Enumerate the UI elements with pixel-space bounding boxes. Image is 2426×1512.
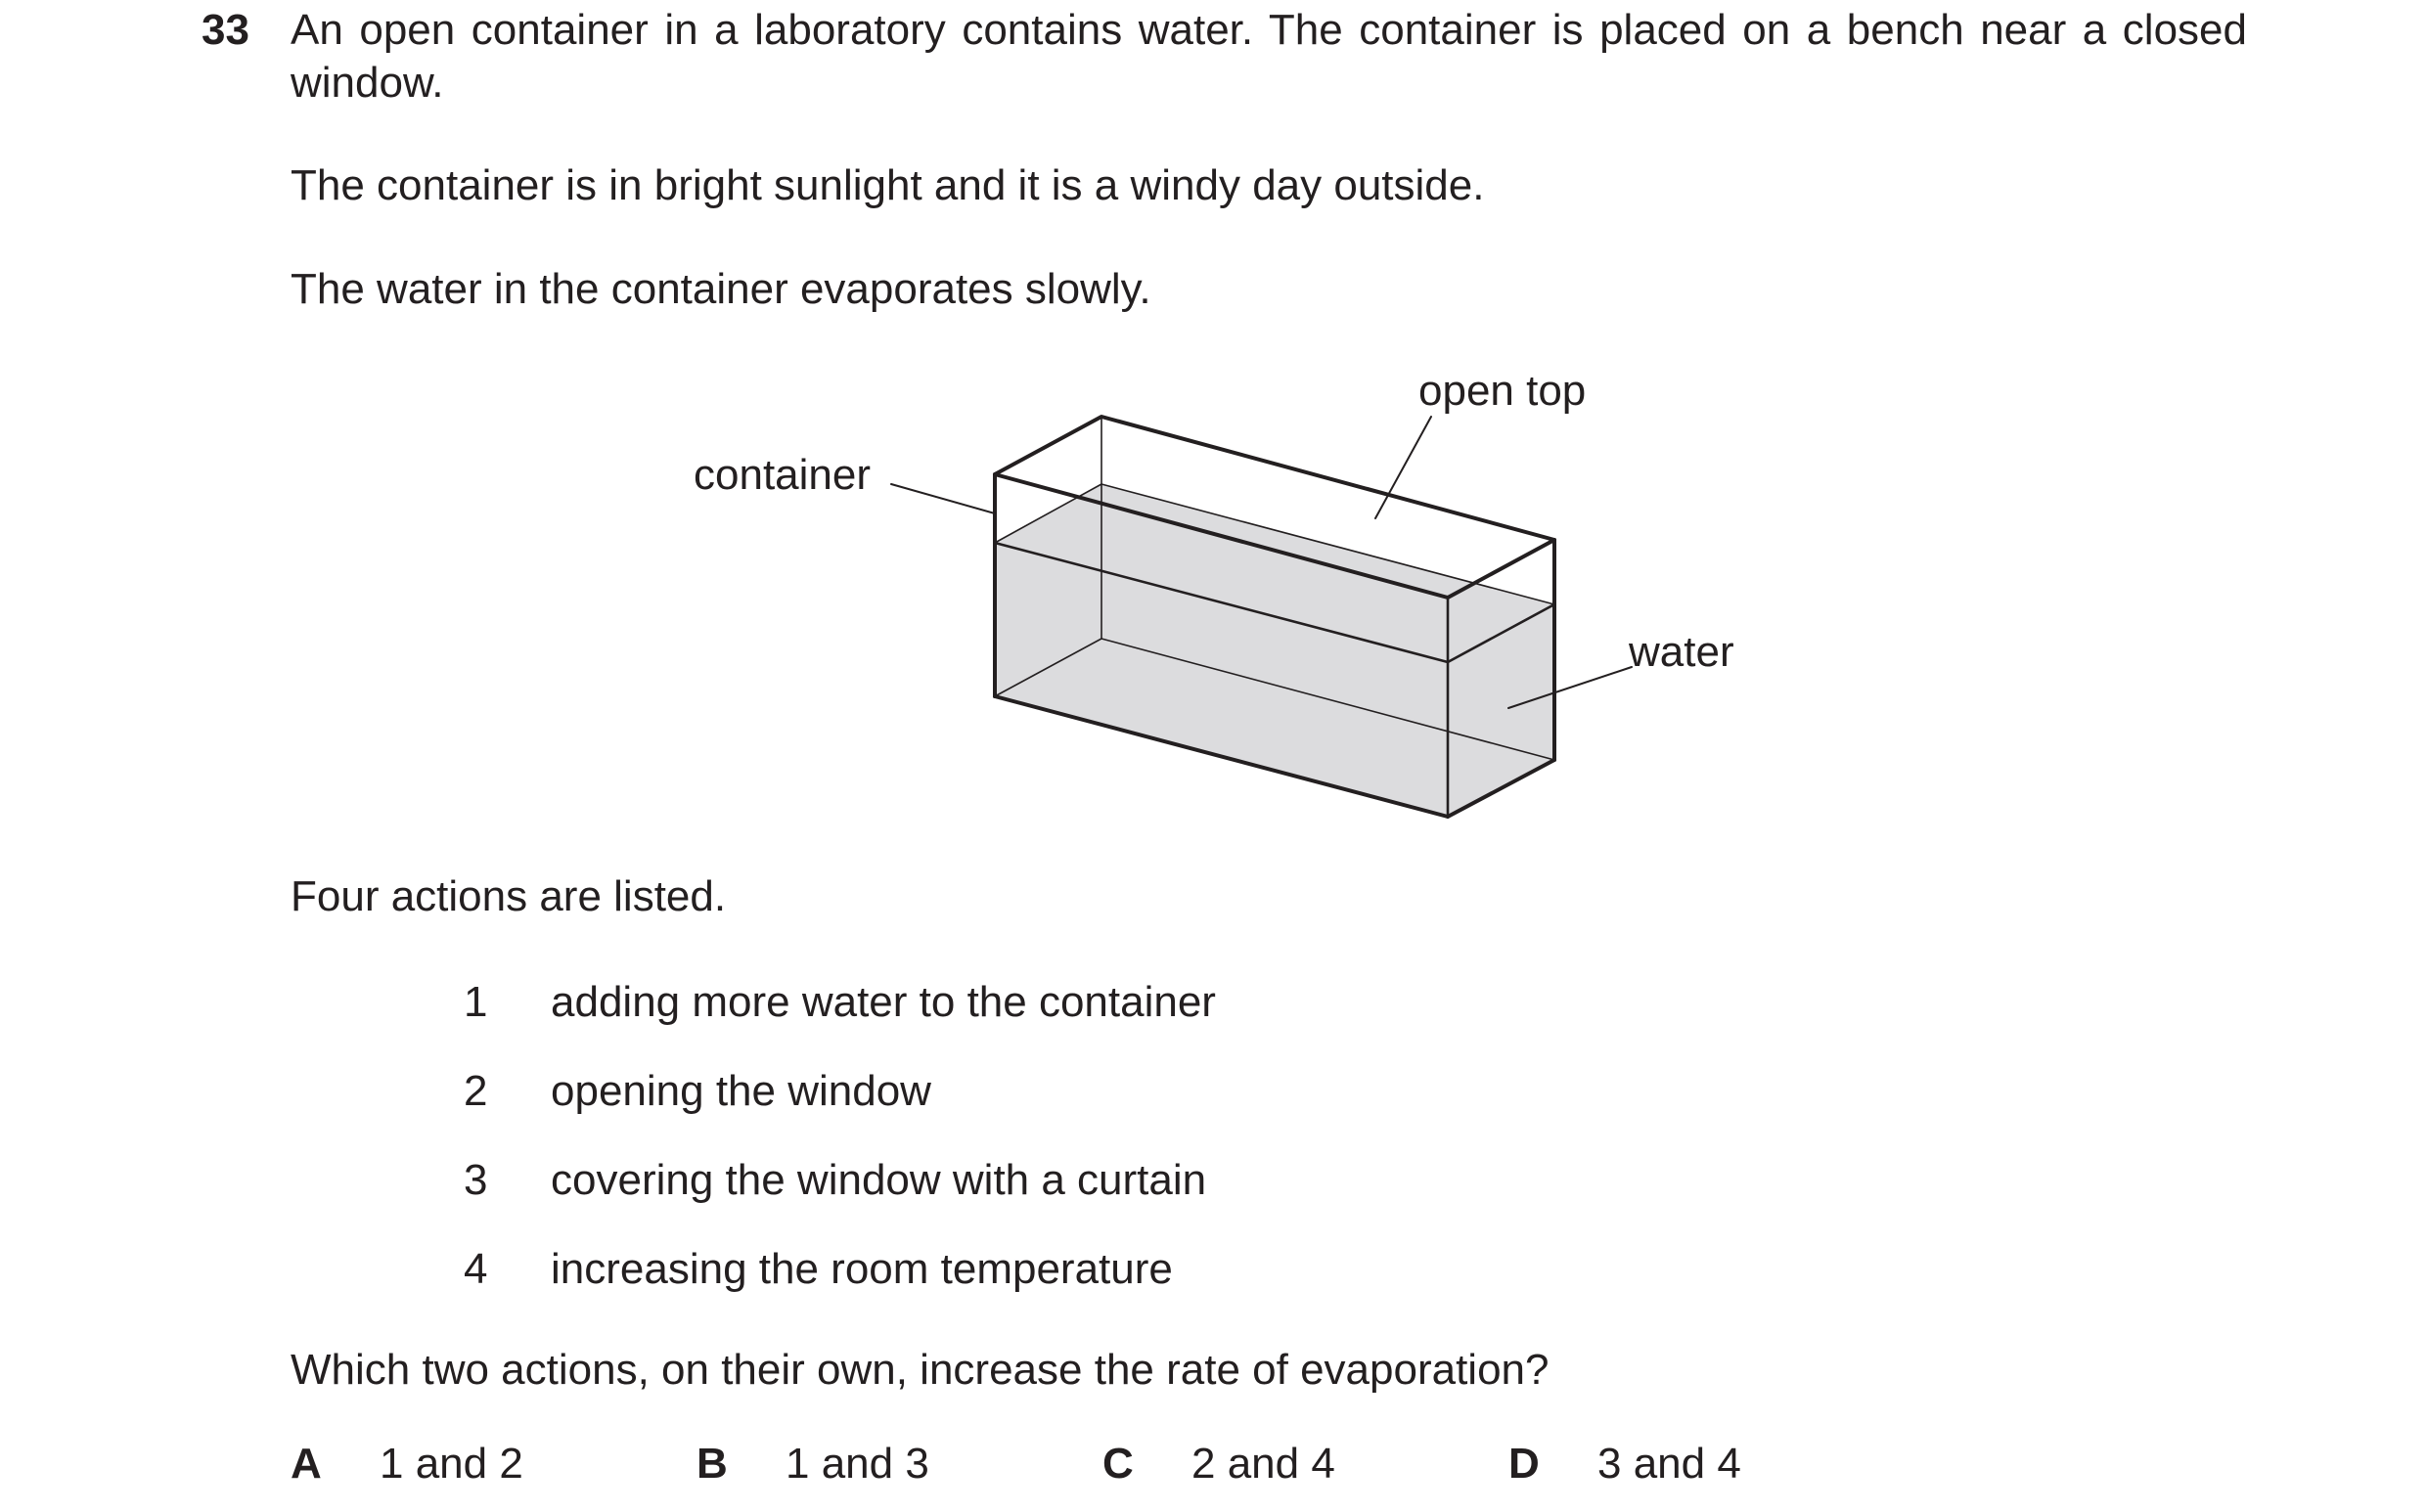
option-a-text[interactable]: 1 and 2: [380, 1440, 523, 1488]
leader-open-top: [1374, 416, 1432, 519]
action-number: 1: [464, 978, 488, 1026]
action-text: increasing the room temperature: [551, 1245, 1173, 1293]
action-number: 2: [464, 1067, 488, 1115]
evaporation-statement: The water in the container evaporates sl…: [291, 265, 1151, 313]
water-line-left: [994, 483, 1102, 544]
action-text: covering the window with a curtain: [551, 1156, 1207, 1204]
label-water: water: [1629, 628, 1734, 676]
leader-water: [1507, 666, 1633, 709]
option-c-letter[interactable]: C: [1102, 1440, 1134, 1488]
front-bottom-edge: [993, 694, 1450, 819]
water-surface: [995, 484, 1554, 662]
right-bottom-edge: [1446, 758, 1556, 819]
action-number: 4: [464, 1245, 488, 1293]
option-d-letter[interactable]: D: [1508, 1440, 1540, 1488]
question-number: 33: [202, 6, 249, 54]
label-open-top: open top: [1418, 367, 1587, 415]
action-text: opening the window: [551, 1067, 931, 1115]
option-b-text[interactable]: 1 and 3: [786, 1440, 929, 1488]
option-c-text[interactable]: 2 and 4: [1191, 1440, 1335, 1488]
container-diagram: [890, 415, 1633, 819]
water-right-face: [1448, 604, 1554, 817]
water-line-back: [1101, 483, 1555, 605]
leader-container: [890, 483, 996, 514]
option-b-letter[interactable]: B: [696, 1440, 728, 1488]
four-actions-statement: Four actions are listed.: [291, 872, 727, 920]
sunlight-statement: The container is in bright sunlight and …: [291, 161, 1485, 209]
question-prompt: Which two actions, on their own, increas…: [291, 1346, 1550, 1394]
question-intro: An open container in a laboratory contai…: [291, 6, 2247, 107]
hidden-edge-bottom-back: [1101, 638, 1555, 761]
option-d-text[interactable]: 3 and 4: [1597, 1440, 1741, 1488]
action-text: adding more water to the container: [551, 978, 1216, 1026]
action-number: 3: [464, 1156, 488, 1204]
option-a-letter[interactable]: A: [291, 1440, 322, 1488]
hidden-edge-bottom-left: [994, 638, 1102, 697]
water-front-face: [995, 543, 1448, 817]
water-line-front: [993, 541, 1450, 664]
label-container: container: [694, 451, 872, 499]
water-line-right: [1446, 602, 1556, 664]
